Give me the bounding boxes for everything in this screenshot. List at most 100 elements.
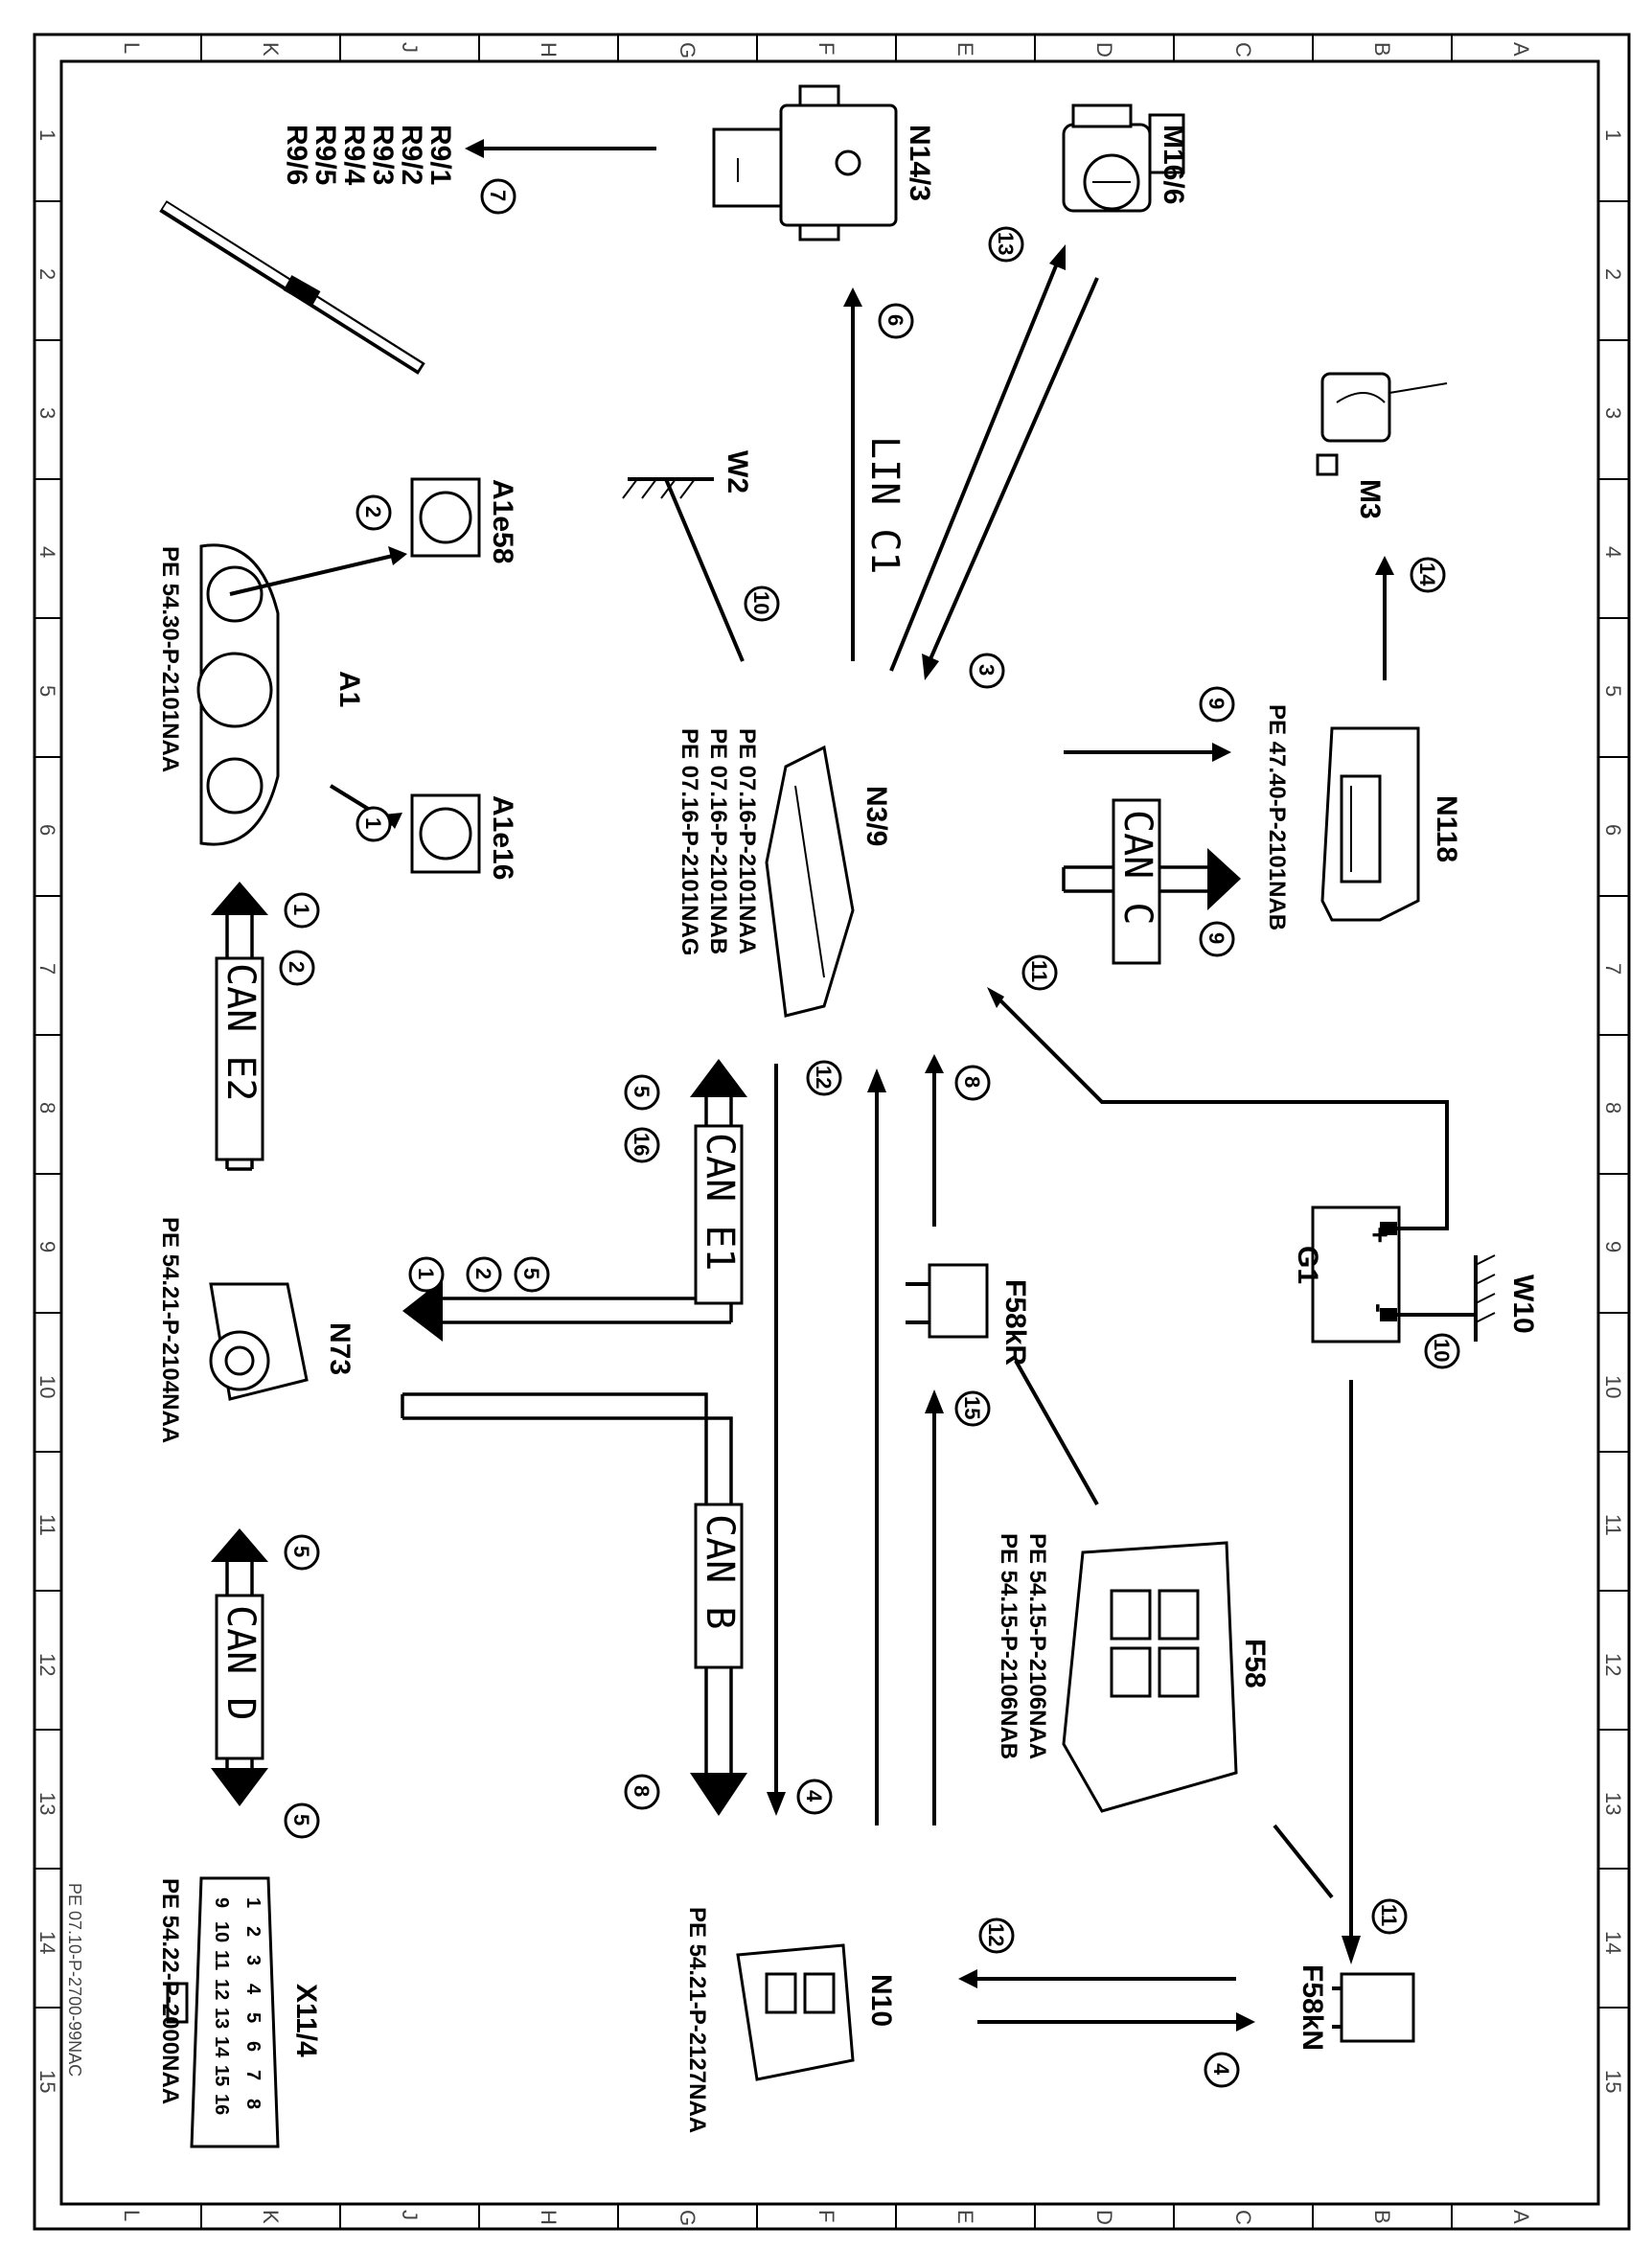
r9-label-5: R9/5 (310, 125, 341, 185)
circle-15-text: 15 (960, 1396, 984, 1419)
circle-16-text: 16 (630, 1133, 654, 1156)
arrow-head (843, 287, 862, 307)
circle-6: 6 (878, 303, 914, 339)
circle-12b-text: 12 (984, 1923, 1008, 1946)
circle-7-text: 7 (486, 190, 510, 201)
a1e16-label: A1e16 (487, 795, 518, 880)
a1-label: A1 (333, 671, 365, 707)
w2-ground (622, 477, 745, 662)
grid-letter: K (259, 2210, 283, 2224)
circle-9a-text: 9 (1205, 698, 1228, 709)
circle-13-text: 13 (994, 232, 1018, 255)
x11-4-pins-bottom: 9 10 11 12 13 14 15 16 (211, 1897, 232, 2115)
bus-label-lin-c1: LIN C1 (862, 436, 906, 575)
grid-number: 3 (35, 407, 59, 419)
grid-number: 4 (1601, 546, 1625, 558)
f58-ref-2: PE 54.15-P-2106NAB (996, 1533, 1021, 1759)
circle-12b: 12 (978, 1917, 1015, 1954)
grid-number: 14 (35, 1931, 59, 1954)
grid-right (1598, 200, 1629, 2009)
circle-5d-text: 5 (289, 1814, 313, 1825)
grid-number: 1 (1601, 129, 1625, 141)
circle-10b-text: 10 (1430, 1339, 1454, 1362)
bus-can-b (402, 1392, 708, 1778)
circle-15: 15 (954, 1390, 991, 1427)
m3-component (1316, 372, 1448, 476)
w2-label: W2 (722, 450, 753, 494)
circle-5d: 5 (284, 1802, 320, 1839)
circle-11a: 11 (1021, 954, 1058, 991)
grid-number: 6 (35, 824, 59, 836)
circle-3-text: 3 (975, 664, 998, 676)
grid-letters-top: L K J H G F E D C B A (120, 42, 1533, 58)
m16-6-component (1062, 103, 1185, 213)
arrow-head (388, 546, 407, 565)
grid-top (200, 34, 1453, 61)
grid-number: 8 (1601, 1102, 1625, 1114)
grid-number: 13 (1601, 1792, 1625, 1815)
circle-4a-text: 4 (802, 1790, 826, 1802)
grid-number: 5 (1601, 685, 1625, 697)
circle-12a: 12 (806, 1060, 842, 1096)
f58kn-label: F58kN (1296, 1964, 1328, 2051)
circle-2c-text: 2 (471, 1268, 495, 1279)
n3-9-ref-2: PE 07.16-P-2101NAB (705, 728, 731, 954)
circle-10a-text: 10 (749, 591, 773, 614)
x11-4-pin: 2 (242, 1926, 264, 1937)
arrow-head (690, 1773, 747, 1816)
circle-9a: 9 (1199, 686, 1235, 723)
r9-label-2: R9/2 (396, 125, 427, 185)
grid-letter: D (1092, 42, 1116, 57)
bus-label-can-e2-text: CAN E2 (218, 963, 263, 1102)
grid-number: 9 (1601, 1241, 1625, 1252)
f58kr-relay (906, 1263, 989, 1339)
x11-4-connector (166, 1876, 280, 2148)
arrow-head (1236, 2012, 1255, 2032)
grid-number: 2 (1601, 268, 1625, 280)
grid-number: 11 (35, 1514, 59, 1536)
bus-label-can-e1-text: CAN E1 (698, 1133, 742, 1272)
grid-letter: B (1370, 42, 1394, 57)
grid-letter: L (120, 2210, 144, 2221)
bus-label-can-c: CAN C (1112, 798, 1161, 965)
grid-letter: J (398, 2210, 422, 2220)
g1-battery (1311, 1205, 1401, 1343)
arrow-head (867, 1068, 886, 1092)
arrow-head (465, 139, 484, 158)
circle-1c: 1 (408, 1256, 445, 1293)
circle-11b: 11 (1371, 1898, 1408, 1935)
bus-label-can-b-text: CAN B (698, 1514, 742, 1629)
circle-6-text: 6 (883, 314, 907, 326)
circle-11b-text: 11 (1377, 1904, 1401, 1926)
circle-16: 16 (624, 1127, 660, 1163)
grid-letter: D (1092, 2210, 1116, 2225)
grid-letter: G (676, 2210, 700, 2226)
bus-label-can-c-text: CAN C (1115, 810, 1159, 925)
circle-3: 3 (969, 653, 1005, 689)
n14-3-component (712, 84, 898, 241)
grid-letter: C (1231, 2210, 1255, 2225)
circle-14-text: 14 (1415, 562, 1439, 586)
r9-label-4: R9/4 (338, 125, 370, 186)
grid-number: 7 (1601, 963, 1625, 975)
n73-ref: PE 54.21-P-2104NAA (157, 1217, 183, 1443)
circle-5a: 5 (624, 1074, 660, 1111)
grid-number: 6 (1601, 824, 1625, 836)
n118-label: N118 (1431, 795, 1462, 862)
circle-10b: 10 (1424, 1333, 1460, 1369)
grid-letter: A (1509, 42, 1533, 57)
arrow-head (987, 987, 1004, 1008)
circle-11a-text: 11 (1027, 960, 1051, 982)
wire-2 (229, 554, 394, 596)
bus-label-can-d-text: CAN D (218, 1605, 263, 1720)
arrow-head (767, 1792, 786, 1816)
n10-component (736, 1943, 855, 2081)
a1e16-lamp (410, 793, 481, 874)
arrow-head (690, 1059, 747, 1097)
circle-8a-text: 8 (960, 1076, 984, 1088)
n118-component (1320, 726, 1420, 922)
x11-4-pin: 12 (211, 1979, 232, 2000)
n10-label: N10 (865, 1974, 897, 2027)
circle-5c-text: 5 (289, 1546, 313, 1557)
r9-label-1: R9/1 (424, 125, 456, 185)
